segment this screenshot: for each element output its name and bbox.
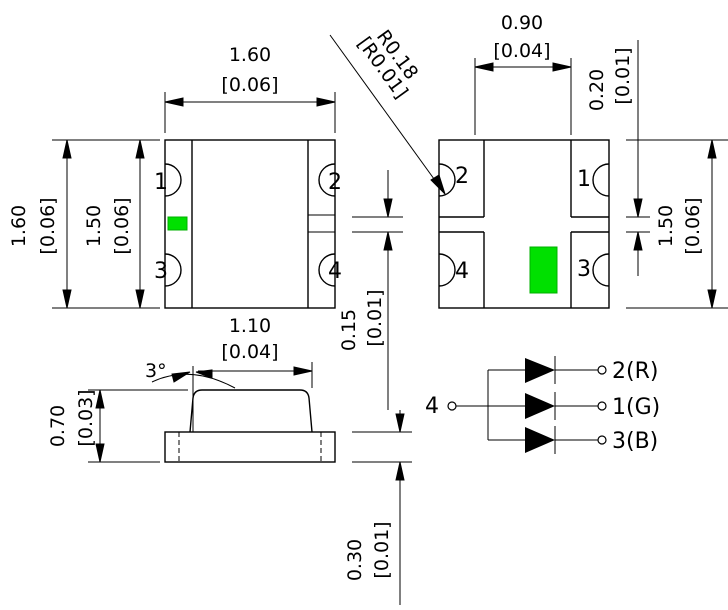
side-view-base bbox=[164, 431, 336, 463]
bottom-led-mark bbox=[529, 246, 558, 294]
top-height-in: [0.06] bbox=[37, 197, 59, 254]
diode-blue bbox=[525, 427, 555, 453]
pad-pitch-in: [0.06] bbox=[682, 197, 704, 254]
top-left-lower-notch bbox=[164, 253, 182, 287]
pad-edge-mm: 0.20 bbox=[586, 69, 608, 111]
bottom-pin-4: 4 bbox=[455, 259, 469, 284]
top-pin-3: 3 bbox=[154, 259, 168, 284]
top-view: 1 2 3 4 1.60 [0.06] 1.60 [0.06] 1.50 [0.… bbox=[8, 44, 342, 309]
common-terminal-label: 4 bbox=[425, 394, 439, 419]
pad-pitch-mm: 1.50 bbox=[655, 205, 677, 247]
top-right-lower-notch bbox=[318, 253, 336, 287]
polarity-mark bbox=[167, 216, 188, 231]
bottom-pin-2: 2 bbox=[455, 164, 469, 189]
bottom-pin-1: 1 bbox=[577, 167, 591, 192]
diode-green bbox=[525, 393, 555, 419]
side-height-in: [0.03] bbox=[75, 389, 97, 446]
bottom-left-upper-notch bbox=[438, 163, 456, 197]
top-right-upper-notch bbox=[318, 163, 336, 197]
diode-red bbox=[525, 358, 555, 383]
top-height-mm: 1.60 bbox=[8, 205, 30, 247]
common-terminal bbox=[447, 401, 457, 411]
circuit-schematic: 4 2(R) 1(G) 3(B) bbox=[425, 356, 660, 454]
top-inner-height-mm: 1.50 bbox=[83, 205, 105, 247]
top-width-in: [0.06] bbox=[221, 74, 278, 96]
terminal-red bbox=[597, 365, 607, 375]
lens-width-in: [0.04] bbox=[221, 341, 278, 363]
pad-width-in: [0.04] bbox=[493, 40, 550, 62]
base-in: [0.01] bbox=[371, 521, 393, 578]
top-width-mm: 1.60 bbox=[229, 44, 271, 66]
bottom-left-lower-notch bbox=[438, 253, 456, 287]
gap-in: [0.01] bbox=[364, 289, 386, 346]
side-view: 3° 1.10 [0.04] 0.70 [0.03] 0.30 [0.01] bbox=[47, 315, 412, 605]
bottom-view: 2 1 4 3 R0.18 [R0.01] 0.90 [0.04] 0.20 [… bbox=[329, 12, 728, 410]
bottom-right-lower-notch bbox=[592, 253, 610, 287]
output-green-label: 1(G) bbox=[612, 395, 660, 420]
bottom-right-upper-notch bbox=[592, 163, 610, 197]
gap-mm: 0.15 bbox=[338, 309, 360, 351]
base-mm: 0.30 bbox=[344, 539, 366, 581]
angle-label: 3° bbox=[145, 360, 167, 382]
pad-width-mm: 0.90 bbox=[501, 12, 543, 34]
top-pin-2: 2 bbox=[328, 170, 342, 195]
terminal-blue bbox=[597, 435, 607, 445]
side-height-mm: 0.70 bbox=[47, 405, 69, 447]
terminal-green bbox=[597, 401, 607, 411]
bottom-view-body bbox=[438, 139, 610, 309]
side-view-lens bbox=[189, 389, 313, 433]
top-pin-4: 4 bbox=[328, 259, 342, 284]
top-pin-1: 1 bbox=[154, 170, 168, 195]
output-red-label: 2(R) bbox=[612, 359, 658, 384]
output-blue-label: 3(B) bbox=[612, 429, 658, 454]
pad-edge-in: [0.01] bbox=[612, 47, 634, 104]
top-left-upper-notch bbox=[164, 163, 182, 197]
top-view-body bbox=[164, 139, 336, 309]
lens-width-mm: 1.10 bbox=[229, 315, 271, 337]
top-inner-height-in: [0.06] bbox=[111, 197, 133, 254]
bottom-pin-3: 3 bbox=[577, 257, 591, 282]
